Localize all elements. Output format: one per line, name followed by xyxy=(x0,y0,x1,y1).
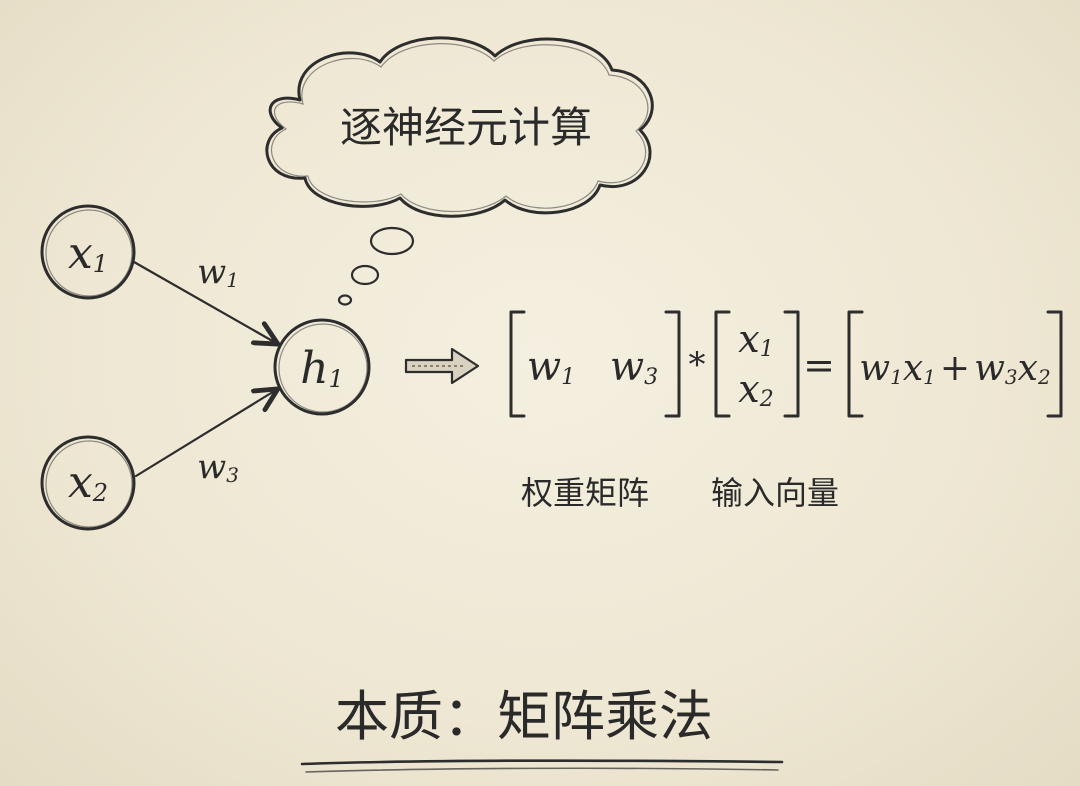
edge-w1-base: w xyxy=(197,252,226,292)
result-term1-x: x xyxy=(903,348,923,389)
weight-w3-sub: 3 xyxy=(644,365,658,390)
label-input-vector: 输入向量 xyxy=(711,474,839,512)
weight-matrix-left-bracket xyxy=(509,310,526,418)
neuron-x1-base: x xyxy=(68,228,93,279)
result-right-bracket xyxy=(1046,310,1063,418)
edge-w3-base: w xyxy=(197,447,226,487)
result-expression: w1x1+w3x2 xyxy=(859,348,1050,389)
neuron-x1-sub: 1 xyxy=(93,250,108,278)
neuron-h1-base: h xyxy=(300,343,328,394)
equation: w1 w3 * x1 x2 = w1x1+w3x2 xyxy=(509,310,1063,418)
label-weight-matrix: 权重矩阵 xyxy=(521,474,649,512)
weight-w3-base: w xyxy=(610,344,644,390)
neuron-x2-sub: 2 xyxy=(92,479,108,507)
transform-arrow xyxy=(404,347,480,385)
svg-text:x1: x1 xyxy=(68,228,108,279)
weight-w1-sub: 1 xyxy=(561,365,575,390)
result-term1-x-sub: 1 xyxy=(923,365,936,389)
cloud-text: 逐神经元计算 xyxy=(340,103,592,152)
result-term1-w: w xyxy=(859,348,890,389)
weight-w1-base: w xyxy=(527,344,561,390)
edge-x2-h1: w3 xyxy=(134,390,276,487)
thought-bubble-small xyxy=(337,294,353,306)
result-plus: + xyxy=(940,348,970,389)
input-x2-sub: 2 xyxy=(759,387,774,412)
input-x1-sub: 1 xyxy=(760,337,774,362)
conclusion-underline xyxy=(300,759,784,773)
result-term1-w-sub: 1 xyxy=(890,365,903,389)
svg-text:x2: x2 xyxy=(738,367,773,412)
result-term2-x: x xyxy=(1018,348,1038,389)
edge-w3-sub: 3 xyxy=(226,463,239,487)
edge-w1-sub: 1 xyxy=(226,268,239,292)
svg-text:w3: w3 xyxy=(197,447,239,487)
input-x2-base: x xyxy=(738,367,759,411)
thought-bubble-large xyxy=(369,226,415,256)
svg-text:h1: h1 xyxy=(300,343,344,394)
equals-sign: = xyxy=(803,343,835,387)
weight-matrix-right-bracket xyxy=(664,310,681,418)
svg-text:x1: x1 xyxy=(738,317,773,362)
thought-bubble-medium xyxy=(350,264,380,286)
result-term2-w: w xyxy=(974,348,1005,389)
result-term2-x-sub: 2 xyxy=(1037,365,1051,389)
thought-bubbles xyxy=(337,226,415,306)
neuron-h1: h1 xyxy=(273,318,371,416)
edge-x1-h1: w1 xyxy=(132,252,276,343)
neuron-x1: x1 xyxy=(40,204,136,300)
svg-text:w3: w3 xyxy=(610,344,658,390)
input-x1-base: x xyxy=(738,317,759,361)
multiply-sign: * xyxy=(689,345,706,385)
input-vector-left-bracket xyxy=(714,310,731,418)
input-vector-right-bracket xyxy=(783,310,800,418)
conclusion-title: 本质：矩阵乘法 xyxy=(335,685,713,748)
neuron-x2: x2 xyxy=(40,435,136,531)
result-term2-w-sub: 3 xyxy=(1005,365,1018,389)
svg-text:x2: x2 xyxy=(68,457,108,508)
svg-text:w1: w1 xyxy=(197,252,239,292)
neuron-h1-sub: 1 xyxy=(329,365,344,393)
neuron-x2-base: x xyxy=(68,457,93,508)
result-left-bracket xyxy=(847,310,864,418)
svg-text:w1: w1 xyxy=(527,344,575,390)
thought-cloud: 逐神经元计算 xyxy=(265,36,654,218)
